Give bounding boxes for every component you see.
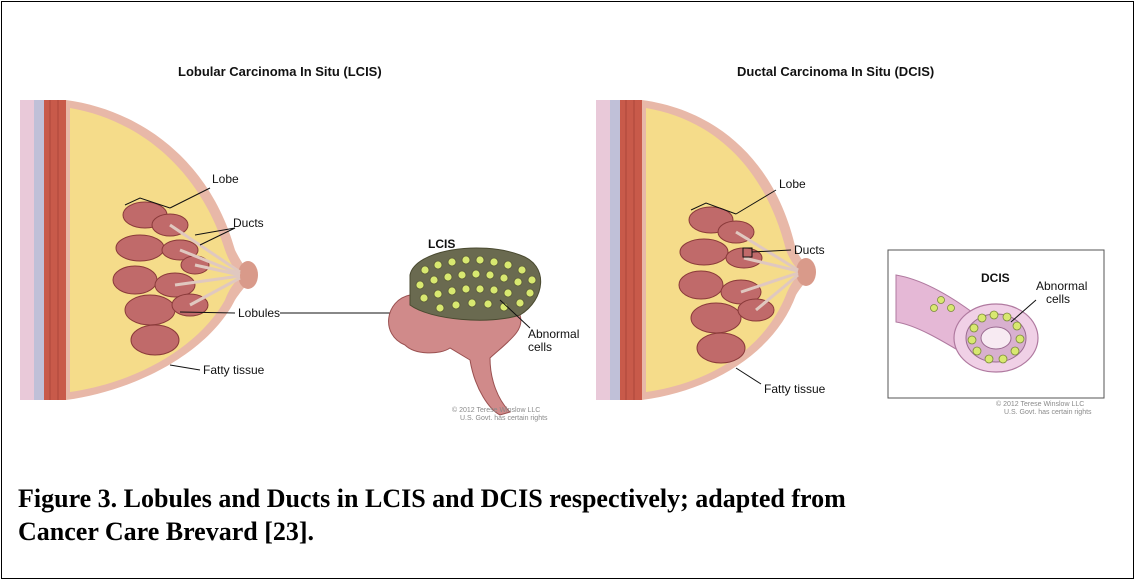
fatty-tissue-label: Fatty tissue <box>203 363 265 377</box>
dcis-inset-label: DCIS <box>981 271 1010 285</box>
ducts-label: Ducts <box>794 243 825 257</box>
chest-wall <box>596 100 610 400</box>
fatty-leader <box>736 368 761 384</box>
lobules-label: Lobules <box>238 306 280 320</box>
rib-layer <box>34 100 44 400</box>
lcis-lobule-inset <box>389 248 541 415</box>
right-credit-line2: U.S. Govt. has certain rights <box>1004 409 1092 416</box>
nipple <box>238 261 258 289</box>
caption-line2: Cancer Care Brevard [23]. <box>18 515 1118 548</box>
lcis-inset-label: LCIS <box>428 237 455 251</box>
dcis-panel-title: Ductal Carcinoma In Situ (DCIS) <box>737 64 934 79</box>
lcis-panel-title: Lobular Carcinoma In Situ (LCIS) <box>178 64 382 79</box>
chest-wall <box>20 100 34 400</box>
lcis-breast-illustration: Lobe Ducts Lobules Fatty tissue LCIS Abn… <box>20 100 610 440</box>
figure-caption: Figure 3. Lobules and Ducts in LCIS and … <box>18 482 1118 548</box>
fatty-tissue-label: Fatty tissue <box>764 382 826 396</box>
lobe-label: Lobe <box>212 172 239 186</box>
caption-line1: Figure 3. Lobules and Ducts in LCIS and … <box>18 482 1118 515</box>
pectoral-muscle <box>44 100 66 400</box>
abnormal-cells-label-line2: cells <box>1046 292 1070 306</box>
lobe-label: Lobe <box>779 177 806 191</box>
abnormal-cells-label-line1: Abnormal <box>1036 279 1087 293</box>
abnormal-cells-label-line1: Abnormal <box>528 327 579 341</box>
abnormal-cells-label-line2: cells <box>528 340 552 354</box>
rib-layer <box>610 100 620 400</box>
ducts-label: Ducts <box>233 216 264 230</box>
duct-lumen <box>981 327 1011 349</box>
right-credit-line1: © 2012 Terese Winslow LLC <box>996 400 1084 408</box>
left-credit-line1: © 2012 Terese Winslow LLC <box>452 406 540 414</box>
fatty-leader <box>170 365 200 370</box>
dcis-breast-illustration: Lobe Ducts Fatty tissue DCIS Abnormal ce… <box>596 100 1116 440</box>
left-credit-line2: U.S. Govt. has certain rights <box>460 415 548 422</box>
nipple <box>796 258 816 286</box>
pectoral-muscle <box>620 100 642 400</box>
